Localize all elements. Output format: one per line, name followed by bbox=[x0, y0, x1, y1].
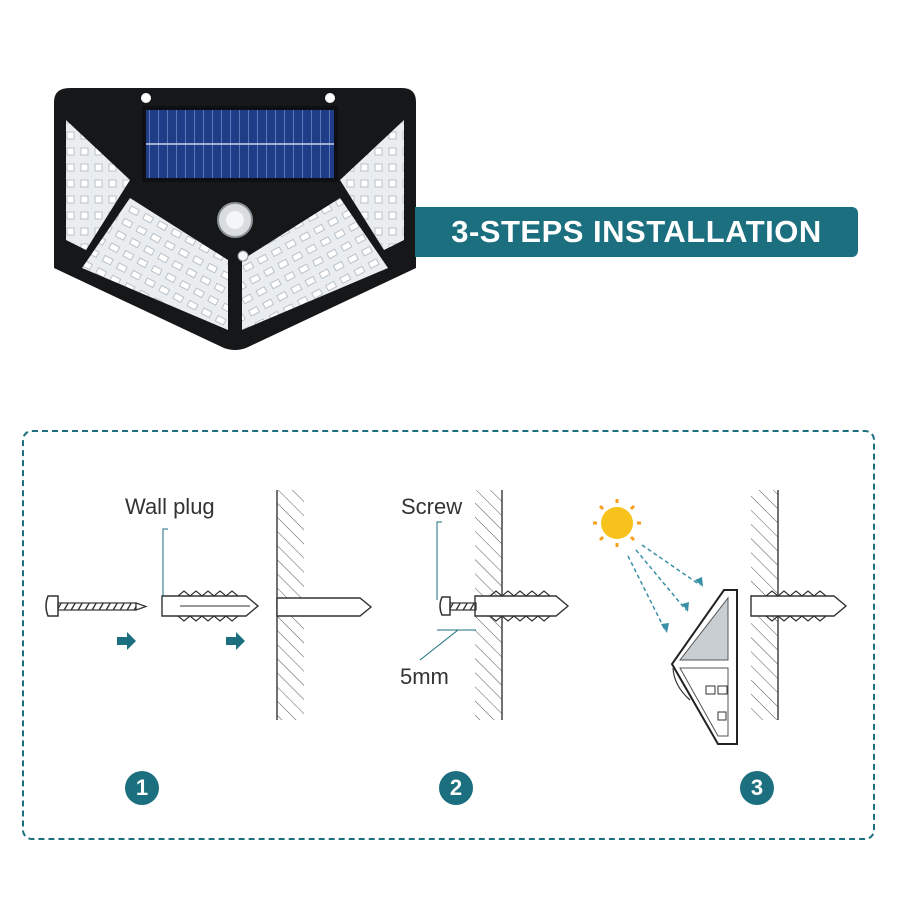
banner-title: 3-STEPS INSTALLATION bbox=[451, 214, 822, 249]
arrow-right-icon bbox=[226, 632, 245, 650]
mounted-light-icon bbox=[670, 589, 738, 745]
wall-plug-icon bbox=[750, 590, 848, 622]
step-number-3: 3 bbox=[740, 771, 774, 805]
screw-icon bbox=[45, 595, 148, 617]
step-number-1: 1 bbox=[125, 771, 159, 805]
depth-label: 5mm bbox=[400, 664, 449, 689]
step-number-2: 2 bbox=[439, 771, 473, 805]
screw-label: Screw bbox=[401, 494, 463, 519]
screw-icon bbox=[439, 596, 477, 616]
steps-frame bbox=[22, 430, 875, 840]
solar-light-product bbox=[54, 88, 416, 350]
sun-icon bbox=[593, 499, 641, 547]
wall-plug-icon bbox=[474, 590, 570, 622]
wall-plug-label: Wall plug bbox=[125, 494, 215, 519]
wall-plug-icon bbox=[161, 590, 260, 622]
installation-banner: 3-STEPS INSTALLATION bbox=[415, 207, 858, 257]
arrow-right-icon bbox=[117, 632, 136, 650]
